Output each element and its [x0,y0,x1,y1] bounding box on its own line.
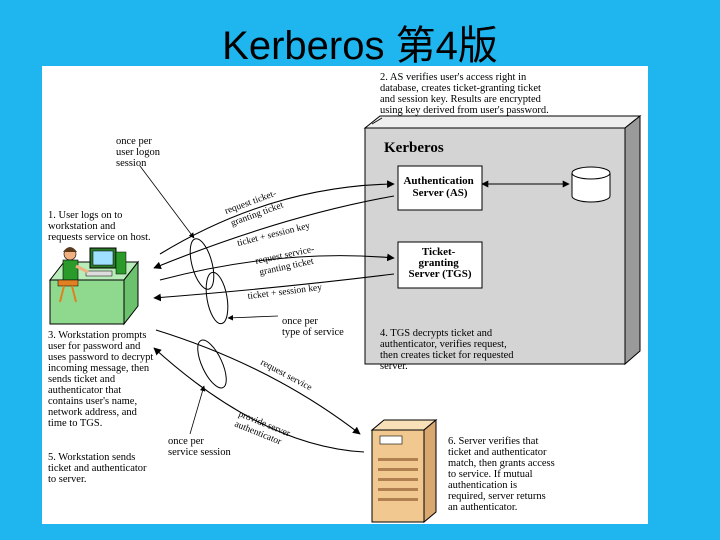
ticket-granting-server: Ticket- granting Server (TGS) [397,241,483,289]
session-ellipse-service [197,339,227,389]
step3-note: 3. Workstation prompts user for password… [48,330,154,429]
pointer-logon [139,165,195,239]
arrow-provide-authenticator [153,347,365,453]
arrow-tgt-return [153,195,395,269]
workstation-icon [48,247,140,326]
arrow-request-service-ticket [159,253,395,281]
kerberos-label: Kerberos [384,140,444,156]
pointer-step2 [371,117,383,125]
as-label: Authentication Server (AS) [403,175,476,199]
step1-note: 1. User logs on to workstation and reque… [48,210,151,243]
note-once-per-service-session: once per service session [168,436,231,458]
note-once-per-logon: once per user logon session [116,136,161,169]
tgs-label: Ticket- granting Server (TGS) [408,246,471,280]
note-once-per-service-type: once per type of service [282,316,344,338]
step4-note: 4. TGS decrypts ticket and authenticator… [380,328,514,372]
slide-title: Kerberos 第4版 [222,24,498,68]
session-ellipse-service-type [205,271,229,325]
pointer-service-type [227,315,279,321]
database-icon [571,166,611,203]
label-request-service: request service [259,358,314,393]
arrow-request-tgt [159,180,395,255]
arrow-service-ticket-return [153,273,395,302]
server-icon [370,418,438,524]
kerberos-diagram: Kerberos Authentication Server (AS) Tick… [42,66,648,524]
authentication-server: Authentication Server (AS) [397,165,483,211]
arrow-request-service [155,329,361,435]
step6-note: 6. Server verifies that ticket and authe… [448,436,555,513]
session-ellipse-logon [189,238,215,290]
pointer-service-session [189,385,206,435]
step2-note: 2. AS verifies user's access right in da… [380,72,549,116]
step5-note: 5. Workstation sends ticket and authenti… [48,452,147,485]
kerberos-box: Kerberos [363,114,642,366]
diagram-canvas: Kerberos Authentication Server (AS) Tick… [48,114,642,524]
